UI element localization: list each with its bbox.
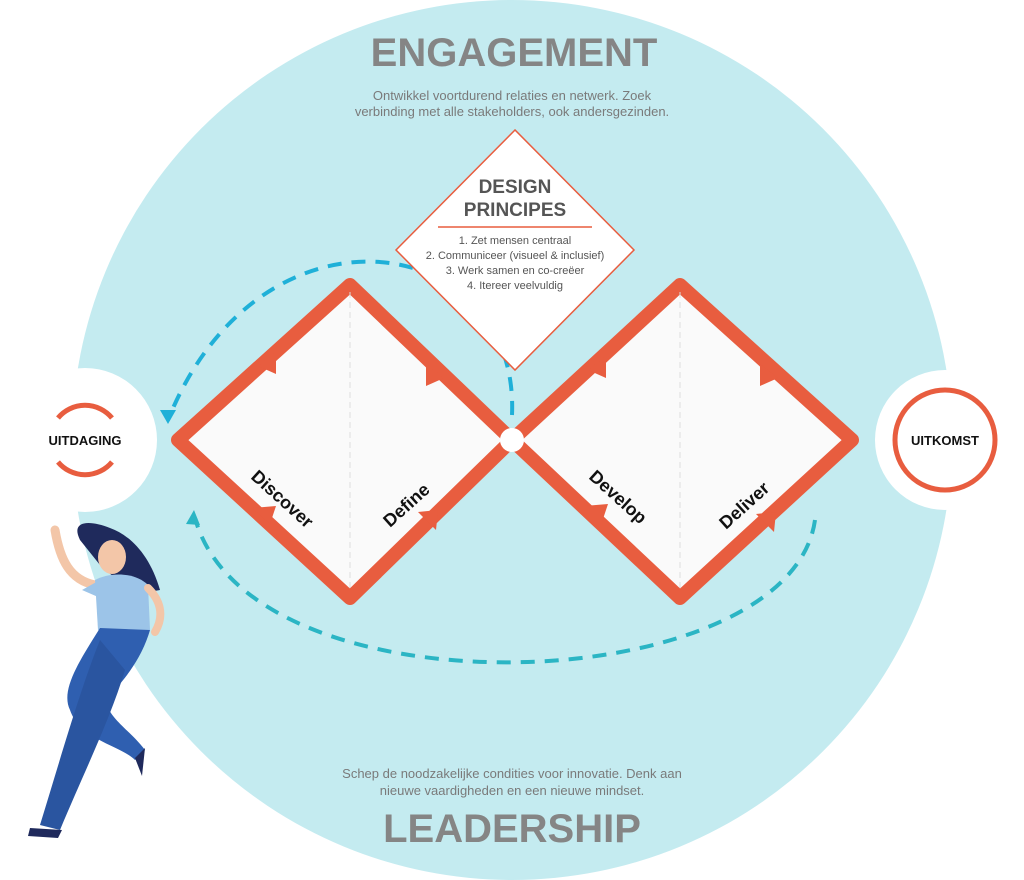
ring-icon [56, 460, 114, 478]
leadership-description-line2: nieuwe vaardigheden en een nieuwe mindse… [380, 783, 645, 798]
challenge-label: UITDAGING [49, 433, 122, 448]
leadership-description-line1: Schep de noodzakelijke condities voor in… [342, 766, 682, 781]
principle-item: 3. Werk samen en co-creëer [446, 265, 585, 277]
outcome-label: UITKOMST [911, 433, 979, 448]
principles-title-line2: PRINCIPES [464, 200, 566, 221]
principle-item: 4. Itereer veelvuldig [467, 280, 563, 292]
leadership-title: LEADERSHIP [383, 807, 641, 851]
principle-item: 2. Communiceer (visueel & inclusief) [426, 250, 605, 262]
flow-arrowheads [252, 352, 778, 532]
challenge-node [13, 368, 157, 512]
feedback-arrow-top [166, 259, 515, 421]
engagement-title: ENGAGEMENT [371, 31, 658, 75]
arrowhead-icon [186, 510, 200, 525]
woman-illustration [28, 523, 165, 838]
design-principles-diamond [394, 128, 636, 372]
arrowhead-icon [160, 410, 176, 424]
ring-icon [892, 387, 998, 493]
center-node [500, 428, 524, 452]
ring-icon [56, 402, 114, 420]
engagement-description-line2: verbinding met alle stakeholders, ook an… [355, 104, 669, 119]
engagement-description-line1: Ontwikkel voortdurend relaties en netwer… [373, 88, 652, 103]
principle-item: 1. Zet mensen centraal [459, 235, 572, 247]
feedback-arrow-bottom [193, 517, 817, 665]
principles-title-line1: DESIGN [479, 177, 552, 198]
